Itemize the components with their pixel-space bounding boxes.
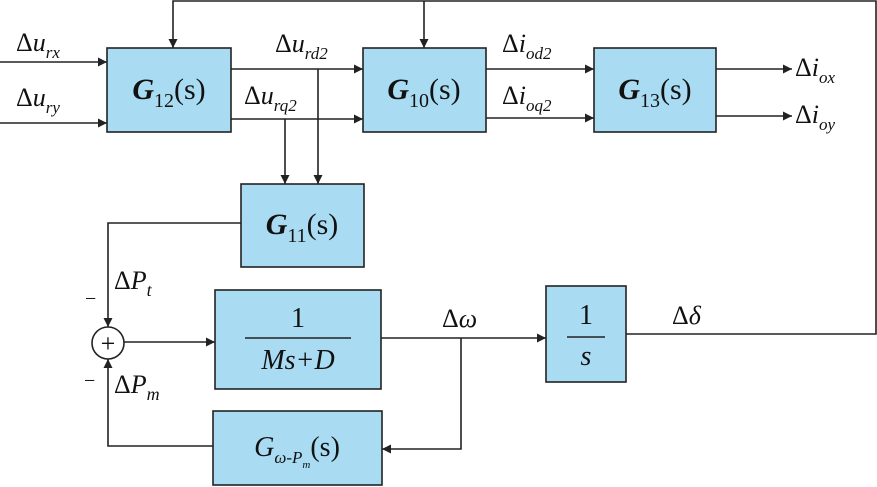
g11-block: G11(s) bbox=[240, 183, 365, 268]
label-delta: Δδ bbox=[672, 301, 702, 330]
label-urx: Δurx bbox=[16, 28, 60, 62]
svg-text:G10(s): G10(s) bbox=[387, 73, 460, 112]
label-pt: ΔPt bbox=[114, 266, 153, 300]
label-iod2: Δiod2 bbox=[502, 29, 552, 63]
delta-feedback-arrow bbox=[168, 0, 877, 335]
omega-feedback-arrow bbox=[382, 338, 462, 454]
gwp-block: Gω-Pm(s) bbox=[212, 410, 383, 486]
integrator-block: 1 s bbox=[545, 285, 627, 383]
svg-text:G13(s): G13(s) bbox=[618, 73, 691, 112]
label-pm: ΔPm bbox=[114, 370, 160, 404]
sign-bottom: − bbox=[84, 370, 95, 392]
svg-text:Gω-Pm(s): Gω-Pm(s) bbox=[254, 432, 340, 471]
pt-arrow bbox=[103, 222, 241, 327]
svg-text:G12(s): G12(s) bbox=[132, 73, 205, 112]
svg-text:G11(s): G11(s) bbox=[266, 208, 339, 247]
g13-block: G13(s) bbox=[593, 47, 717, 133]
svg-text:+: + bbox=[101, 329, 116, 358]
svg-text:s: s bbox=[581, 341, 592, 372]
svg-text:1: 1 bbox=[579, 300, 593, 331]
label-omega: Δω bbox=[442, 304, 477, 333]
sign-top: − bbox=[85, 288, 96, 310]
swing-equation-block: 1 Ms+D bbox=[214, 289, 382, 390]
label-urd2: Δurd2 bbox=[275, 29, 328, 63]
pm-arrow bbox=[103, 359, 213, 447]
g12-block: G12(s) bbox=[106, 47, 232, 133]
label-ioq2: Δioq2 bbox=[502, 81, 552, 115]
svg-text:Ms+D: Ms+D bbox=[260, 345, 334, 376]
label-ioy: Δioy bbox=[795, 100, 835, 134]
label-urq2: Δurq2 bbox=[244, 81, 297, 115]
summing-junction: + bbox=[91, 326, 125, 360]
g10-block: G10(s) bbox=[362, 47, 487, 133]
svg-text:1: 1 bbox=[291, 303, 305, 334]
label-ury: Δury bbox=[16, 83, 60, 117]
label-iox: Δiox bbox=[795, 53, 835, 87]
